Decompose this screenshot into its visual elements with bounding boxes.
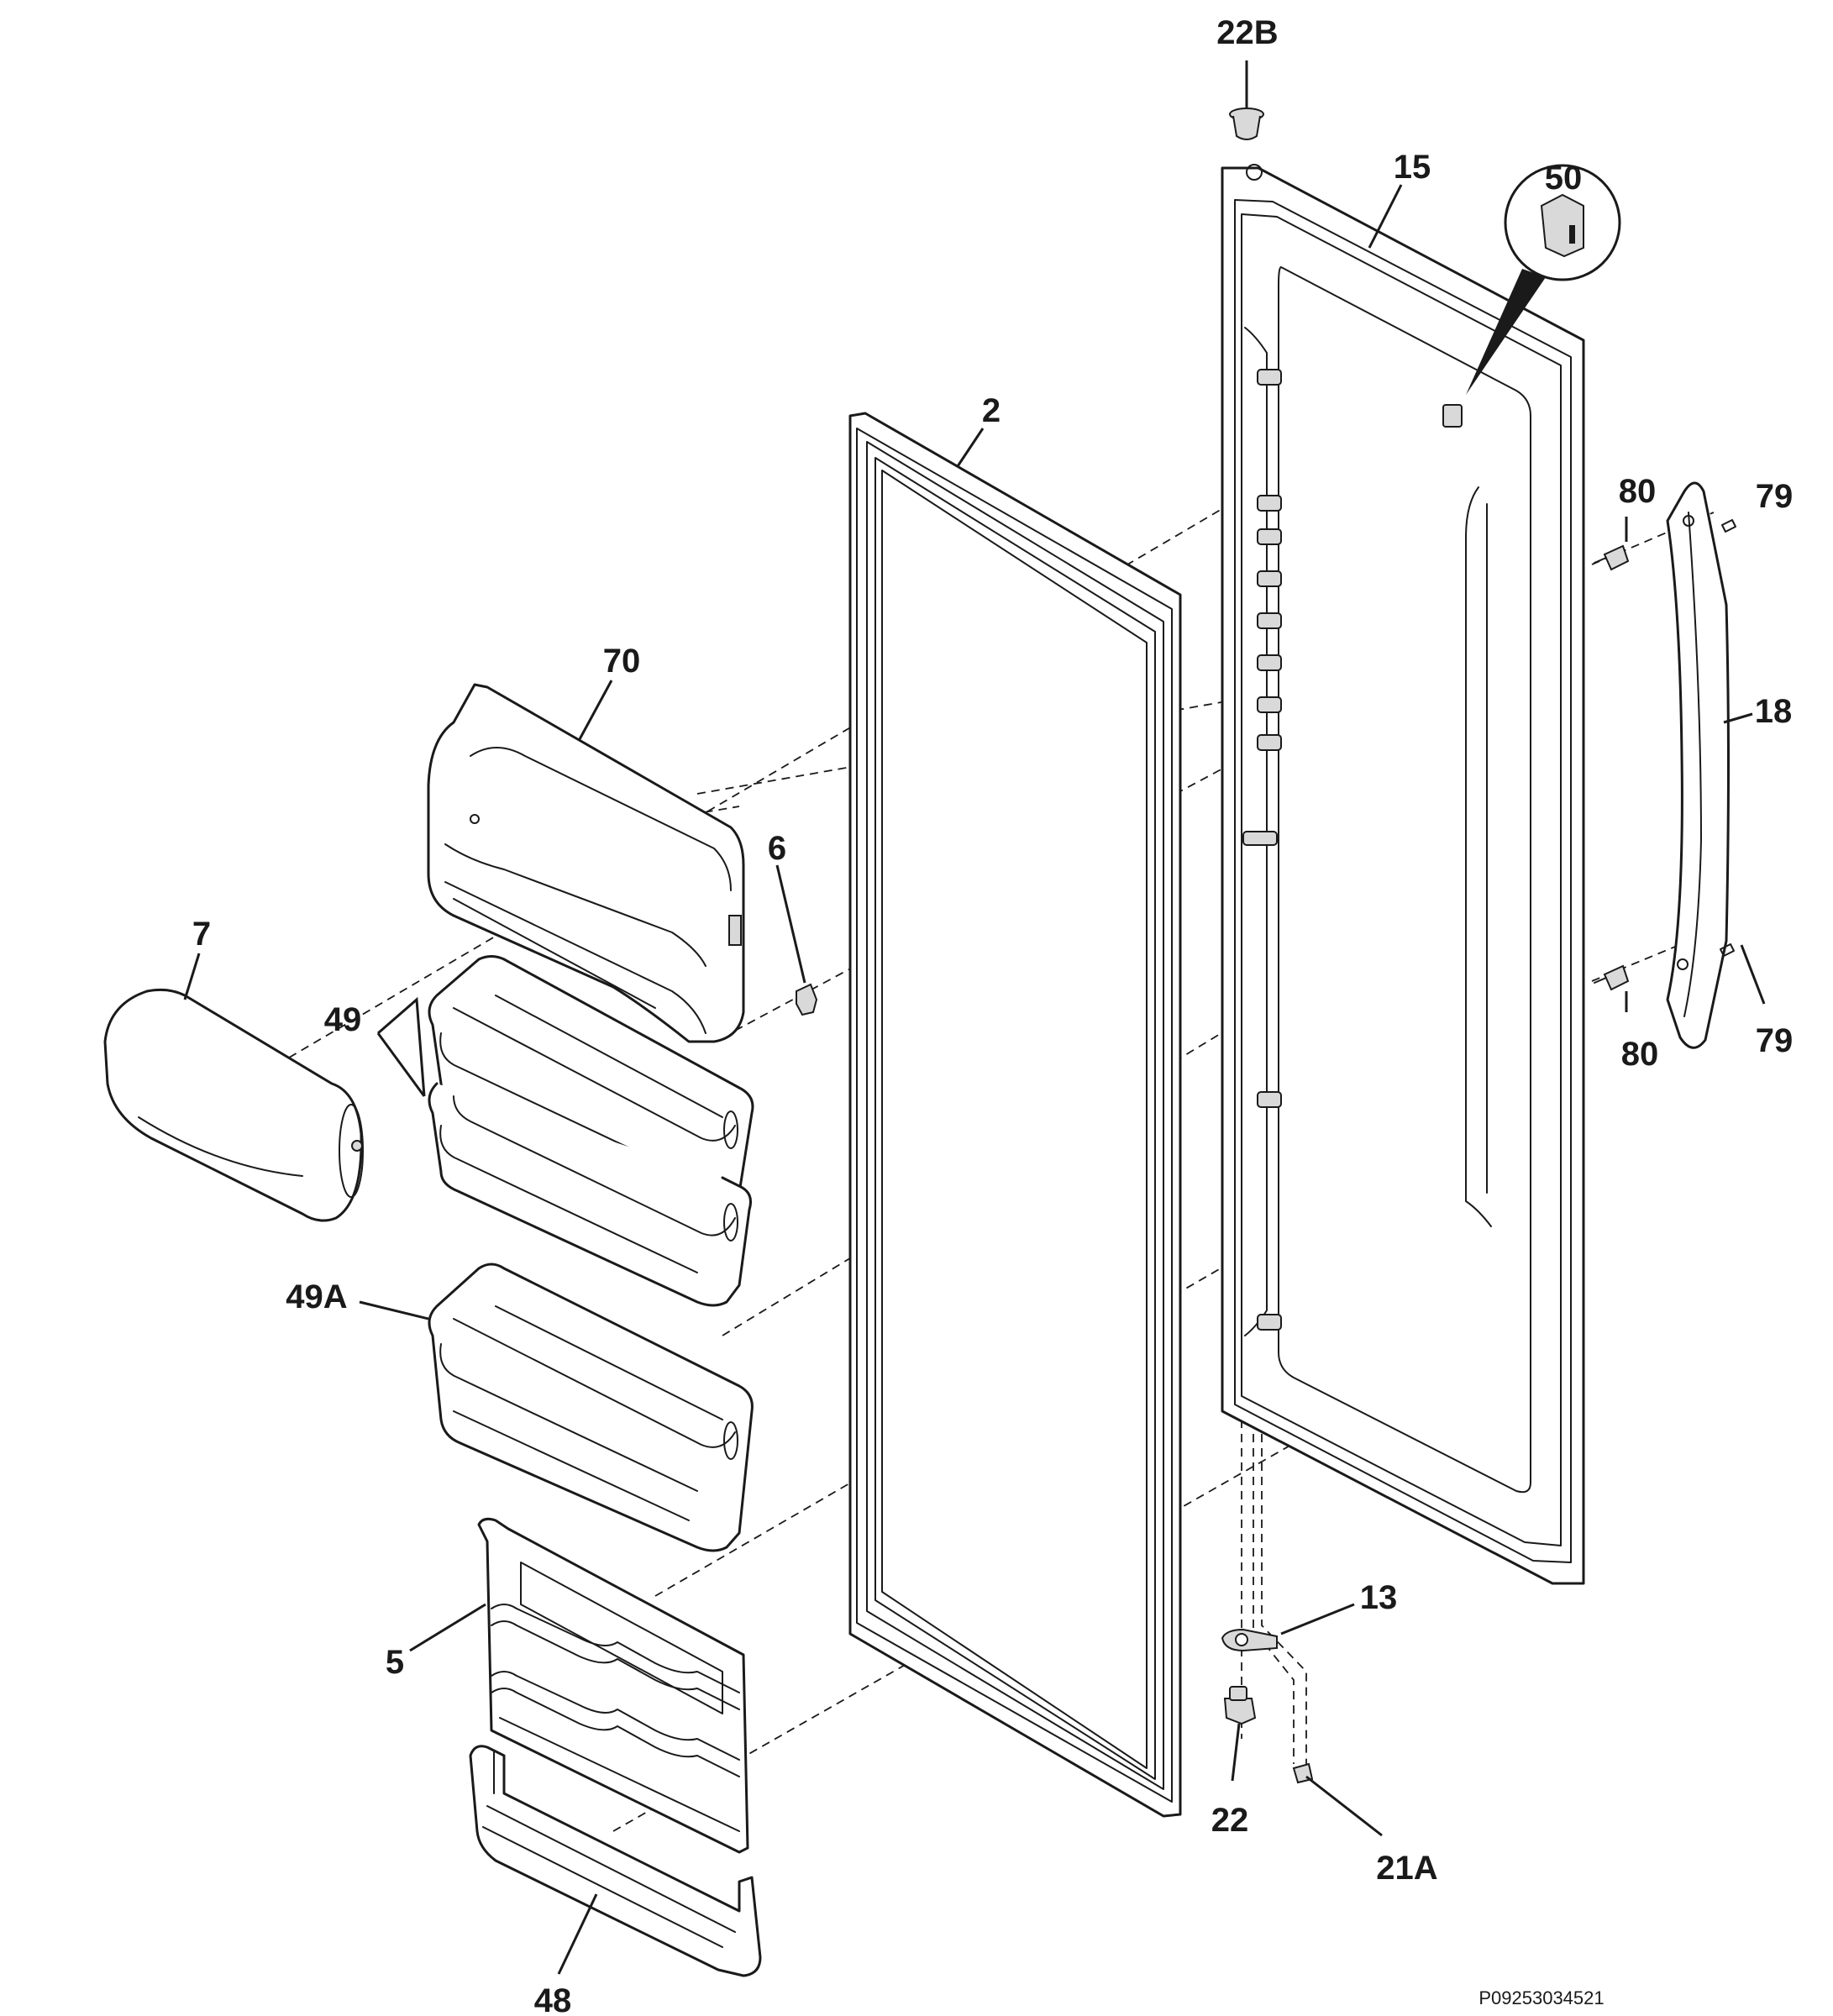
callout-80-bottom: 80 [1621, 1036, 1659, 1073]
shelf-support-bumps [1242, 369, 1282, 1331]
callout-22B: 22B [1216, 14, 1278, 51]
bushing-icon [1229, 108, 1264, 140]
callout-18: 18 [1755, 693, 1793, 730]
callout-49A: 49A [286, 1278, 347, 1315]
callout-15: 15 [1394, 149, 1431, 186]
callout-labels: 22B 15 50 2 80 79 18 70 6 7 49 80 79 49A… [192, 14, 1793, 2016]
leader-lines [183, 60, 1766, 1975]
callout-49: 49 [324, 1001, 362, 1038]
callout-79-bottom: 79 [1756, 1022, 1794, 1059]
callout-7: 7 [192, 916, 211, 953]
callout-5: 5 [386, 1644, 404, 1681]
egg-tray-icon [477, 1517, 749, 1854]
handle-icon [1666, 481, 1730, 1049]
shelf-bin-49a-icon [428, 1263, 754, 1552]
shelf-bin-icon [428, 955, 754, 1307]
callout-6: 6 [768, 830, 786, 867]
callout-21A: 21A [1376, 1850, 1437, 1887]
door-gasket-icon [848, 412, 1182, 1818]
hinge-pin-icon [1223, 1686, 1257, 1725]
part-50-detail-circle [1466, 164, 1621, 395]
clip-icon [1540, 193, 1584, 258]
dairy-door-icon [427, 683, 745, 1043]
drawing-code: P09253034521 [1478, 1987, 1604, 2008]
callout-22: 22 [1211, 1802, 1249, 1839]
callout-79-top: 79 [1756, 478, 1794, 515]
screw-icon [1594, 519, 1736, 991]
callout-80-top: 80 [1619, 473, 1657, 510]
callout-2: 2 [982, 392, 1001, 429]
hinge-icon [1221, 1628, 1278, 1652]
callout-50: 50 [1545, 160, 1583, 197]
clip-6-icon [796, 983, 818, 1016]
dairy-cover-icon [103, 988, 364, 1222]
callout-48: 48 [534, 1982, 572, 2016]
bottom-bin-icon [469, 1745, 762, 1977]
door-liner-icon [1221, 164, 1585, 1585]
callout-13: 13 [1360, 1579, 1398, 1616]
callout-70: 70 [603, 643, 641, 680]
